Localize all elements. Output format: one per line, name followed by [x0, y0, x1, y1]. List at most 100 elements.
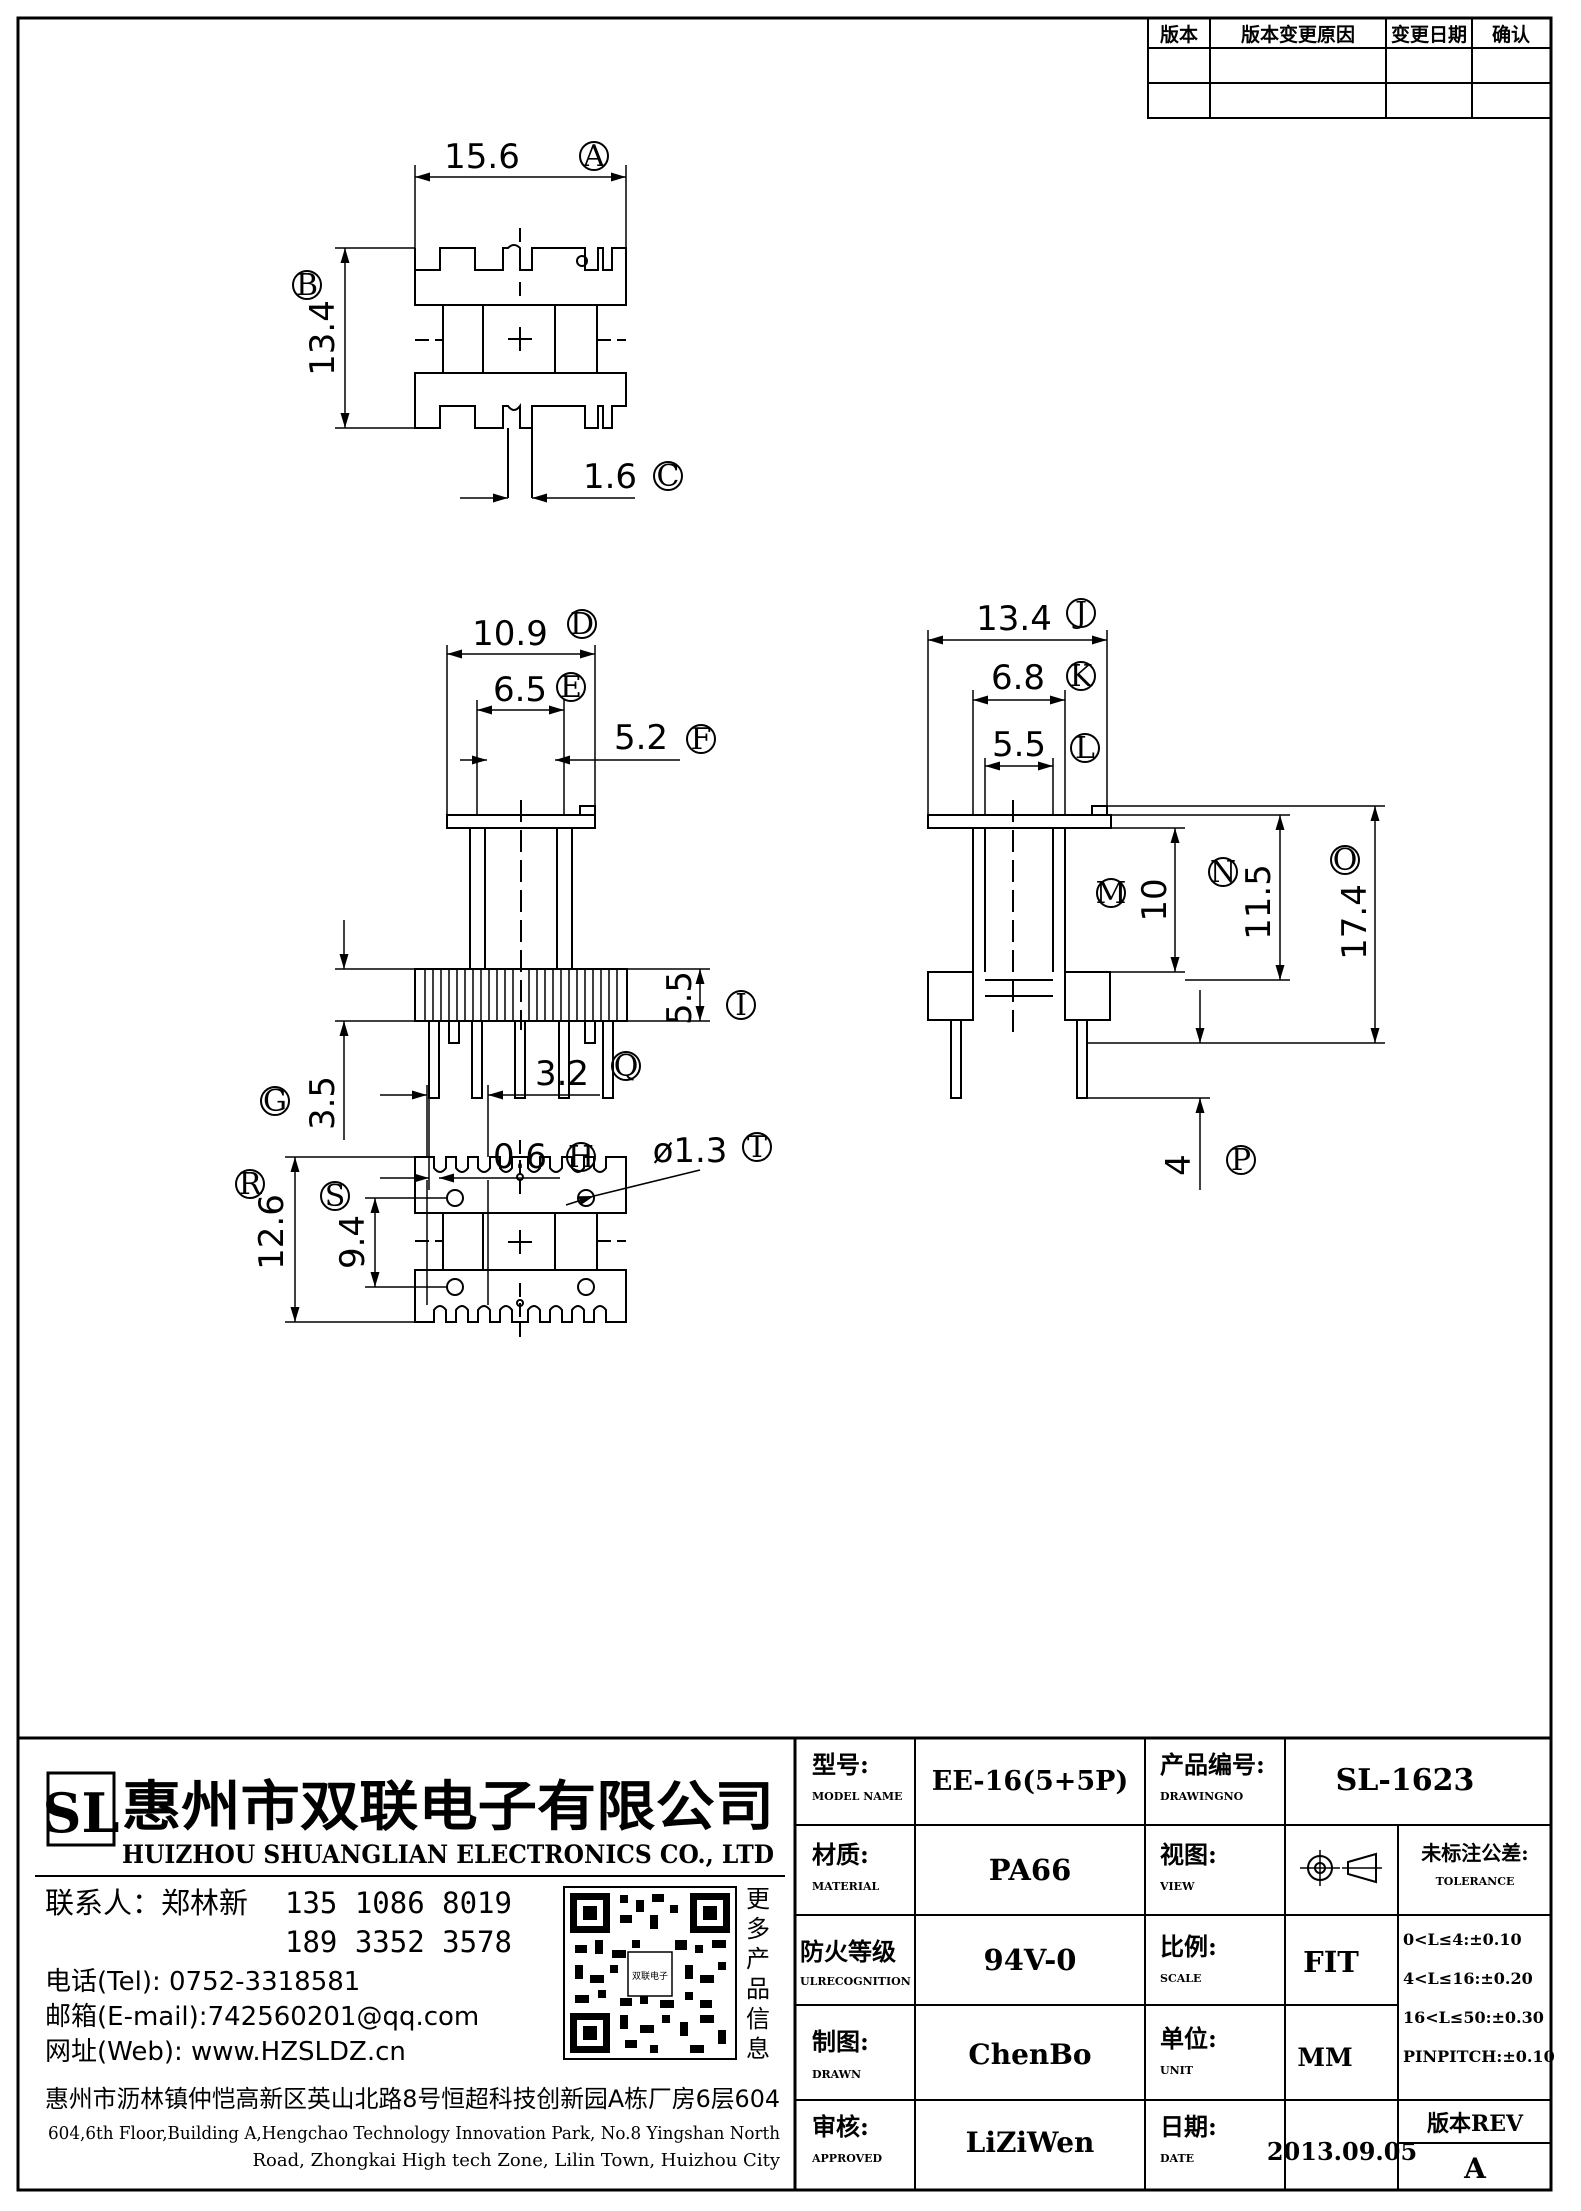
dimension-G: 3.5 G	[260, 920, 429, 1140]
scale-value: FIT	[1303, 1945, 1359, 1979]
address-cn: 惠州市沥林镇仲恺高新区英山北路8号恒超科技创新园A栋厂房6层604	[45, 2085, 780, 2113]
svg-text:B: B	[296, 268, 318, 303]
drawing-number: SL-1623	[1336, 1763, 1475, 1798]
dimension-R: 12.6 R	[235, 1156, 415, 1323]
dimension-S: 9.4 S	[320, 1179, 447, 1288]
revision-label: 版本REV	[1427, 2111, 1524, 2137]
dimension-M: 10 M	[1096, 827, 1185, 973]
svg-text:F: F	[691, 722, 712, 757]
dimension-A: 15.6 A	[414, 137, 627, 248]
front-view	[414, 800, 628, 1099]
dimension-F: 5.2 F	[460, 718, 716, 765]
svg-text:R: R	[239, 1167, 263, 1202]
svg-text:C: C	[657, 459, 680, 494]
approved-label: 审核:	[812, 2112, 869, 2141]
model-label: 型号:	[812, 1750, 869, 1779]
date-value: 2013.09.05	[1267, 2137, 1417, 2166]
dimension-D: 10.9 D	[446, 607, 597, 815]
tolerance-label: 未标注公差:	[1421, 1841, 1528, 1865]
top-view	[414, 228, 627, 498]
scale-label-en: SCALE	[1160, 1972, 1201, 1985]
address-en-line-1: 604,6th Floor,Building A,Hengchao Techno…	[48, 2123, 780, 2144]
drawn-label: 制图:	[812, 2027, 869, 2056]
date-label-en: DATE	[1160, 2152, 1194, 2165]
unit-label-en: UNIT	[1160, 2064, 1194, 2077]
address-en-line-2: Road, Zhongkai High tech Zone, Lilin Tow…	[253, 2150, 781, 2171]
fire-rating-value: 94V-0	[984, 1943, 1077, 1977]
svg-text:17.4: 17.4	[1335, 884, 1375, 960]
svg-text:O: O	[1333, 843, 1358, 878]
svg-text:15.6: 15.6	[444, 137, 520, 177]
fire-rating-label: 防火等级	[800, 1937, 896, 1966]
svg-text:产: 产	[746, 1945, 770, 1973]
dimension-K: 6.8 K	[972, 658, 1096, 815]
revision-table: 版本 版本变更原因 变更日期 确认	[1147, 17, 1552, 119]
qr-center-label: 双联电子	[632, 1970, 668, 1982]
svg-text:I: I	[735, 988, 747, 1023]
svg-text:5.2: 5.2	[614, 718, 668, 758]
unit-label: 单位:	[1160, 2024, 1217, 2053]
dimension-L: 5.5 L	[984, 725, 1100, 815]
svg-text:3.5: 3.5	[303, 1076, 343, 1130]
contact-phone-2: 189 3352 3578	[285, 1925, 512, 1959]
material-value: PA66	[989, 1853, 1072, 1887]
svg-text:5.5: 5.5	[992, 725, 1046, 765]
drawn-label-en: DRAWN	[812, 2068, 861, 2081]
sheet-border	[16, 16, 1553, 2192]
svg-text:12.6: 12.6	[252, 1194, 292, 1270]
view-label-en: VIEW	[1159, 1880, 1195, 1893]
tolerance-label-en: TOLERANCE	[1436, 1875, 1515, 1888]
material-label-en: MATERIAL	[812, 1880, 880, 1893]
company-name-en: HUIZHOU SHUANGLIAN ELECTRONICS CO., LTD	[122, 1840, 774, 1869]
dimension-E: 6.5 E	[476, 670, 586, 815]
company-website: 网址(Web): www.HZSLDZ.cn	[45, 2037, 406, 2067]
bottom-view	[414, 1140, 627, 1340]
contact-phone-1: 135 1086 8019	[285, 1886, 512, 1920]
svg-text:3.2: 3.2	[535, 1054, 589, 1094]
drawing-label: 产品编号:	[1160, 1750, 1265, 1779]
svg-text:10.9: 10.9	[472, 614, 548, 654]
svg-text:A: A	[582, 139, 605, 174]
company-tel: 电话(Tel): 0752-3318581	[45, 1967, 360, 1997]
rev-header-confirm: 确认	[1492, 23, 1530, 46]
svg-text:M: M	[1096, 876, 1127, 911]
approved-value: LiZiWen	[966, 2126, 1095, 2159]
rev-header-date: 变更日期	[1391, 23, 1467, 46]
tolerance-3: 16<L≤50:±0.30	[1403, 2008, 1544, 2027]
svg-text:ø1.3: ø1.3	[653, 1131, 728, 1171]
contact-person: 联系人：郑林新	[45, 1886, 248, 1920]
projection-symbol-icon	[1300, 1850, 1382, 1886]
company-name-cn: 惠州市双联电子有限公司	[122, 1774, 774, 1838]
drawing-label-en: DRAWINGNO	[1160, 1790, 1244, 1803]
fire-rating-label-en: ULRECOGNITION	[800, 1975, 911, 1988]
svg-text:品: 品	[746, 1975, 770, 2003]
svg-text:4: 4	[1159, 1154, 1199, 1176]
dimension-I: 5.5 I	[627, 968, 756, 1025]
company-logo: SL	[43, 1771, 120, 1847]
drawn-value: ChenBo	[968, 2038, 1091, 2071]
material-label: 材质:	[812, 1840, 869, 1869]
svg-text:N: N	[1210, 855, 1236, 890]
title-block	[18, 1736, 1551, 2190]
side-view	[927, 800, 1112, 1099]
revision-value: A	[1463, 2152, 1487, 2185]
tolerance-1: 0<L≤4:±0.10	[1403, 1930, 1522, 1949]
svg-text:SL: SL	[43, 1781, 120, 1845]
model-label-en: MODEL NAME	[812, 1790, 902, 1803]
dimension-O: 17.4 O	[1087, 805, 1385, 1044]
svg-text:G: G	[263, 1084, 287, 1119]
svg-text:K: K	[1070, 659, 1093, 694]
scale-label: 比例:	[1160, 1932, 1217, 1961]
svg-text:T: T	[747, 1130, 767, 1165]
rev-header-reason: 版本变更原因	[1241, 23, 1355, 46]
svg-text:E: E	[560, 670, 582, 705]
svg-text:Q: Q	[614, 1049, 639, 1084]
svg-text:D: D	[570, 607, 594, 642]
svg-text:6.8: 6.8	[991, 658, 1045, 698]
svg-text:J: J	[1072, 596, 1087, 631]
svg-text:5.5: 5.5	[660, 971, 700, 1025]
dimension-T: ø1.3 T	[565, 1130, 772, 1206]
svg-text:13.4: 13.4	[976, 599, 1052, 639]
